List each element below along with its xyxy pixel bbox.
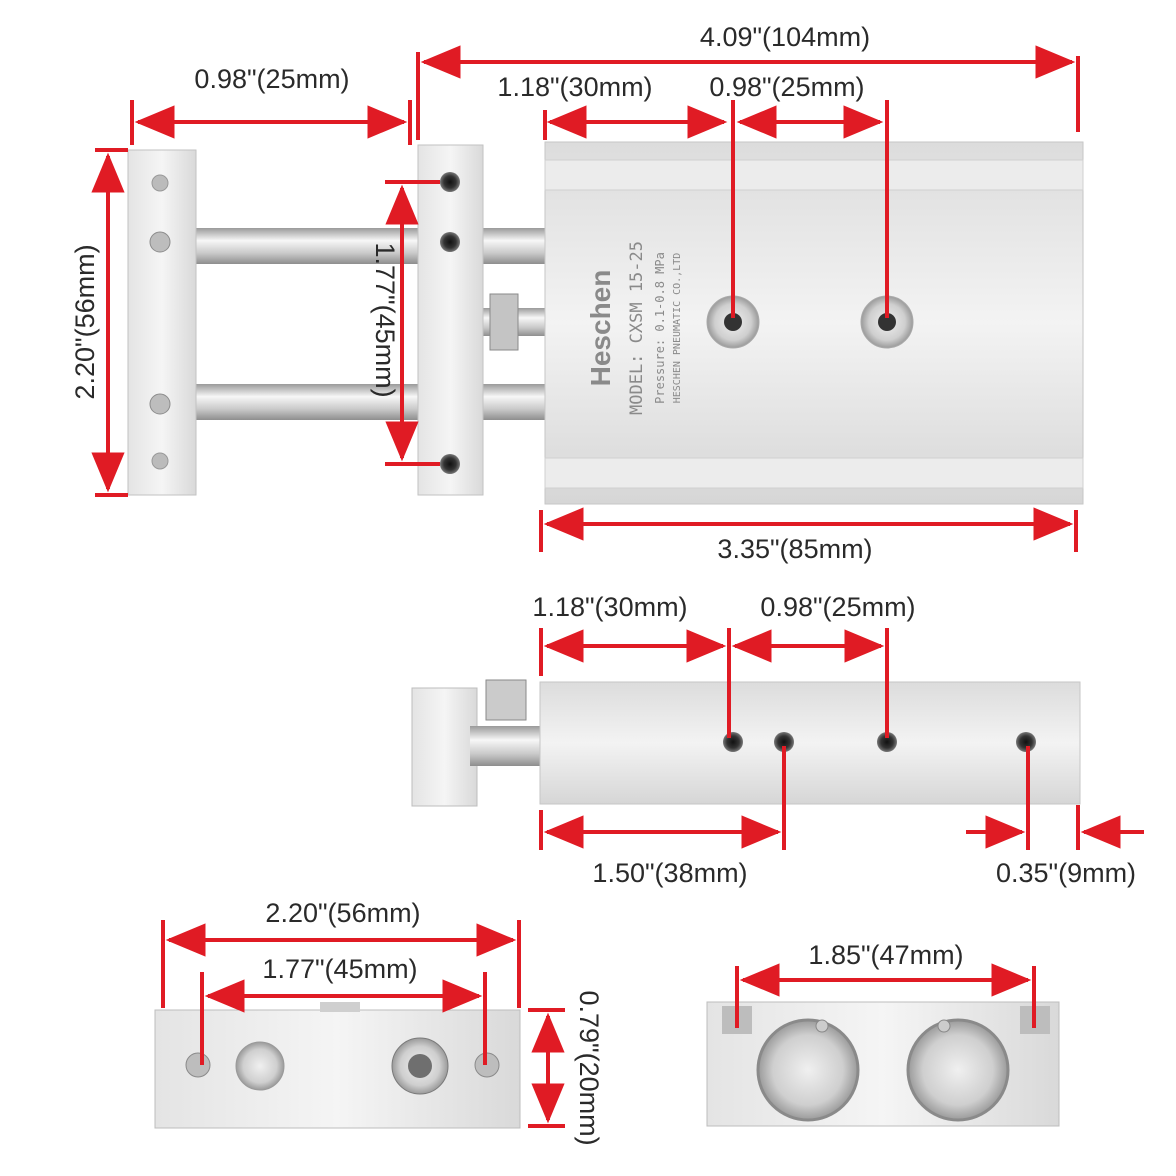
rear-bore-left-pin	[815, 1019, 829, 1033]
dim-top-guide: 0.98"(25mm)	[194, 64, 349, 94]
rod-nut	[489, 293, 519, 351]
plate-hole	[149, 393, 171, 415]
rear-bore-right-pin	[937, 1019, 951, 1033]
front-body	[154, 1009, 521, 1129]
pressure-text: Pressure: 0.1-0.8 MPa	[653, 252, 667, 404]
front-top-lip	[320, 1002, 360, 1012]
dim-side-mount: 1.50"(38mm)	[592, 858, 747, 888]
body-groove	[544, 457, 1084, 489]
front-view	[154, 1002, 521, 1129]
side-end-plate	[411, 687, 478, 807]
dim-front-height: 0.79"(20mm)	[574, 990, 604, 1145]
side-hole	[774, 732, 794, 752]
dim-side-port1: 1.18"(30mm)	[532, 592, 687, 622]
plate-hole	[151, 174, 169, 192]
brand-text: Heschen	[585, 270, 616, 387]
plate-hole	[440, 454, 460, 474]
port-hole-2-center	[878, 313, 896, 331]
dim-top-plate-height: 2.20"(56mm)	[70, 244, 100, 399]
model-text: MODEL: CXSM 15-25	[627, 241, 647, 415]
plate-hole	[440, 232, 460, 252]
dim-top-port1: 1.18"(30mm)	[497, 72, 652, 102]
front-hole-left	[185, 1052, 211, 1078]
dim-front-holes: 1.77"(45mm)	[262, 954, 417, 984]
dim-side-end: 0.35"(9mm)	[996, 858, 1136, 888]
end-plate-right	[417, 144, 484, 496]
plate-hole	[151, 452, 169, 470]
dim-top-body: 3.35"(85mm)	[717, 534, 872, 564]
front-dimension-lines	[161, 920, 565, 1128]
cylinder-body	[544, 141, 1084, 505]
dim-rear-slots: 1.85"(47mm)	[808, 940, 963, 970]
top-view: Heschen MODEL: CXSM 15-25 Pressure: 0.1-…	[127, 141, 1084, 505]
dim-top-port-spacing: 0.98"(25mm)	[709, 72, 864, 102]
dim-front-width: 2.20"(56mm)	[265, 898, 420, 928]
rear-view	[706, 1001, 1060, 1127]
end-plate-left	[127, 149, 197, 496]
guide-rod-lower	[195, 384, 545, 420]
rear-dimension-lines	[735, 963, 1036, 1028]
side-hole	[877, 732, 897, 752]
side-rod	[470, 726, 545, 766]
rear-bore-right	[906, 1018, 1010, 1122]
front-boss-left	[235, 1041, 285, 1091]
rear-bore-left	[756, 1018, 860, 1122]
port-hole-1-center	[724, 313, 742, 331]
maker-text: HESCHEN PNEUMATIC CO.,LTD	[672, 253, 683, 404]
front-hex-socket	[408, 1054, 432, 1078]
plate-hole	[149, 231, 171, 253]
dim-side-spacing: 0.98"(25mm)	[760, 592, 915, 622]
top-dimension-lines	[91, 45, 1080, 552]
plate-hole	[440, 172, 460, 192]
side-view	[411, 679, 1081, 807]
side-nut	[485, 679, 527, 721]
side-dimension-lines	[539, 628, 1144, 850]
side-body	[539, 681, 1081, 805]
dim-top-overall: 4.09"(104mm)	[700, 22, 870, 52]
side-hole	[1016, 732, 1036, 752]
dim-top-hole-spacing: 1.77"(45mm)	[370, 242, 400, 397]
body-groove	[544, 159, 1084, 191]
side-hole	[723, 732, 743, 752]
guide-rod-upper	[195, 228, 545, 264]
